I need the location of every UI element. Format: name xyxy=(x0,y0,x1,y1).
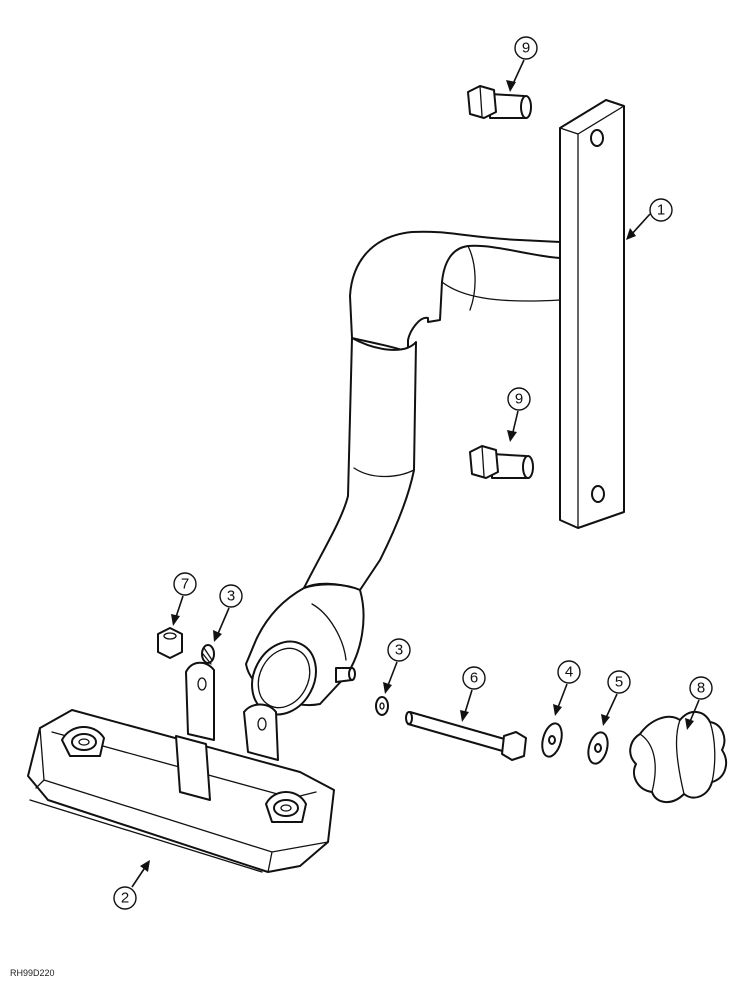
callout-label: 9 xyxy=(522,40,530,57)
bent-tube xyxy=(245,230,561,716)
callout-label: 9 xyxy=(515,391,523,408)
mounting-ear-right xyxy=(243,703,279,761)
callout-label: 4 xyxy=(565,664,573,681)
mounting-plate xyxy=(559,99,625,529)
callout-label: 3 xyxy=(227,588,235,605)
figure-code: RH99D220 xyxy=(10,968,55,978)
callout-8: 8 xyxy=(685,676,713,730)
callout-7: 7 xyxy=(171,572,197,626)
bolt-lower xyxy=(469,445,534,479)
callout-label: 7 xyxy=(181,576,189,593)
long-bolt xyxy=(405,711,527,761)
spring-washer-right xyxy=(375,696,389,716)
callout-4: 4 xyxy=(553,660,581,716)
callout-5: 5 xyxy=(601,670,631,726)
plate-hole-bottom xyxy=(591,485,605,503)
callout-3-left: 3 xyxy=(213,584,243,642)
callout-label: 6 xyxy=(470,670,478,687)
plate-hole-top xyxy=(590,129,604,147)
flat-washer xyxy=(541,722,563,758)
callout-9-upper: 9 xyxy=(506,36,538,92)
callout-6: 6 xyxy=(460,666,486,722)
callout-2: 2 xyxy=(113,860,150,910)
mounting-ear-left xyxy=(185,661,215,741)
callout-3-right: 3 xyxy=(383,638,411,694)
callout-label: 2 xyxy=(121,890,129,907)
callout-label: 5 xyxy=(615,674,623,691)
lock-nut xyxy=(157,627,183,659)
lock-washer xyxy=(587,731,609,765)
callout-label: 3 xyxy=(395,642,403,659)
callout-1: 1 xyxy=(626,198,673,240)
bolt-upper xyxy=(467,85,532,119)
callout-label: 8 xyxy=(697,680,705,697)
step-bracket xyxy=(27,661,335,873)
callout-9-lower: 9 xyxy=(507,387,531,442)
callout-label: 1 xyxy=(657,202,665,219)
spring-washer-left xyxy=(201,644,215,665)
star-knob xyxy=(629,711,728,803)
